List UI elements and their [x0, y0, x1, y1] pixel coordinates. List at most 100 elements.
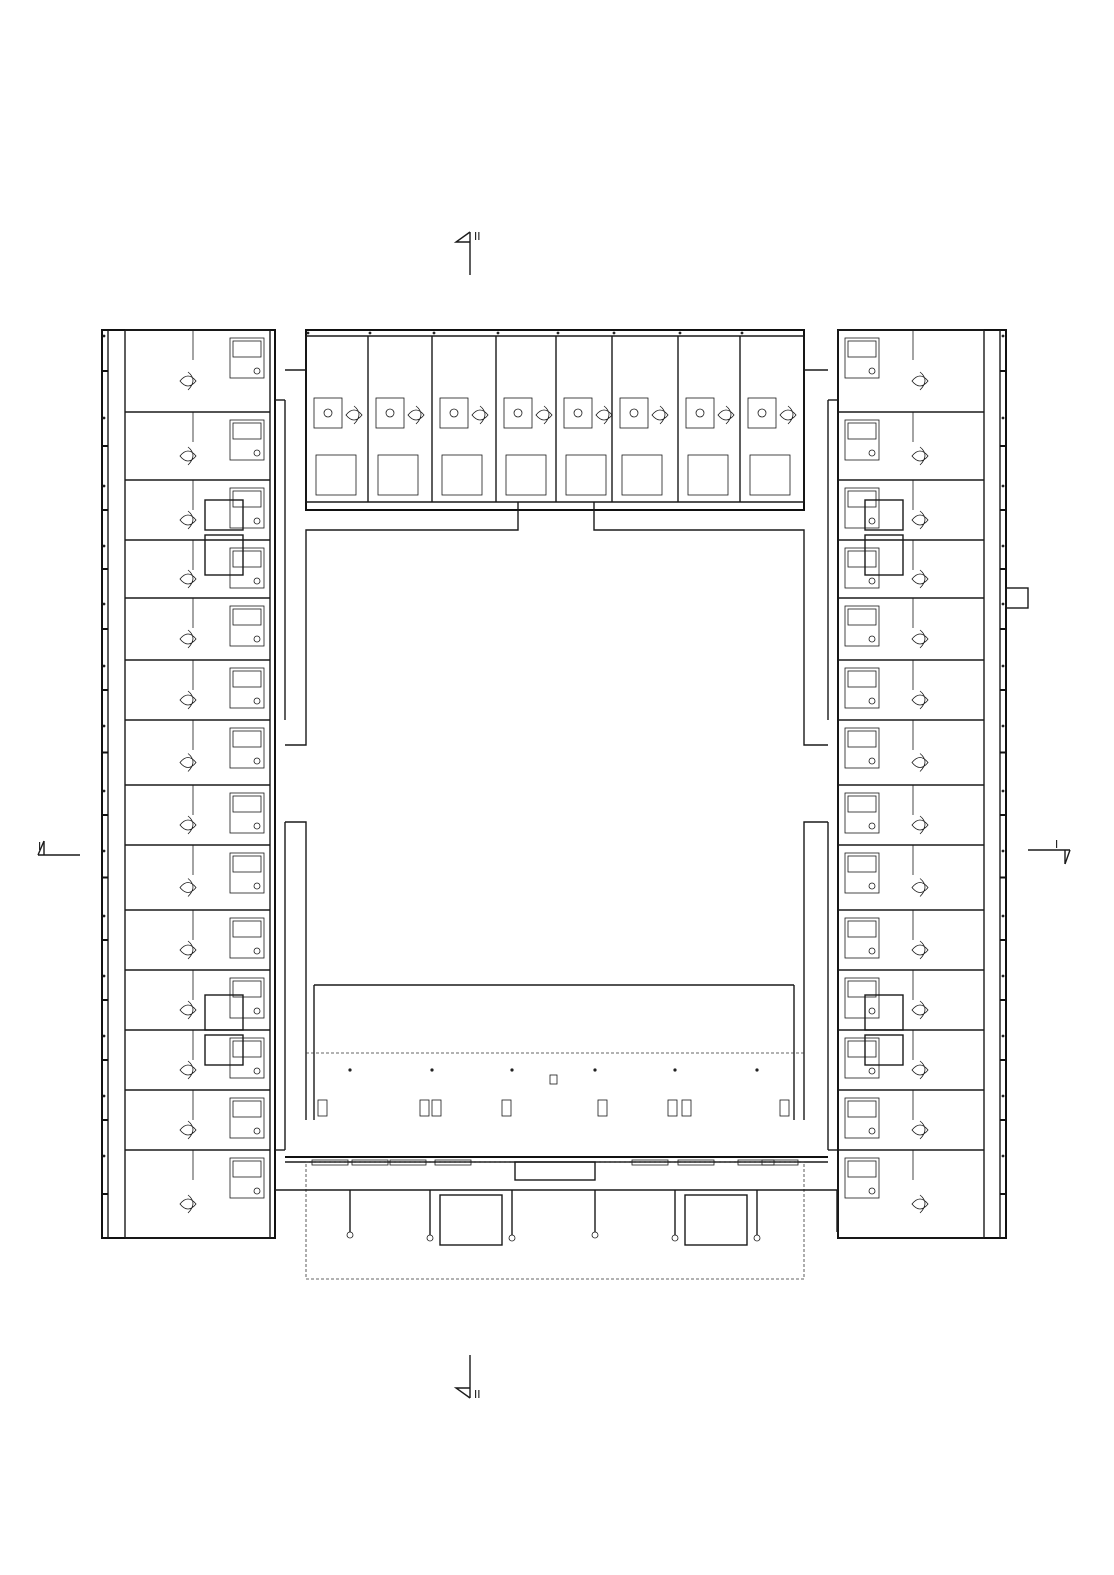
bathroom: [844, 727, 880, 769]
svg-text:II: II: [474, 1388, 481, 1401]
bathtub: [232, 422, 262, 440]
bathtub: [232, 855, 262, 873]
svg-text:II: II: [474, 230, 481, 243]
door-swing: [911, 753, 929, 772]
bench: [501, 1099, 512, 1117]
toilet: [695, 408, 705, 418]
toilet: [868, 1127, 876, 1135]
door-swing: [179, 569, 197, 589]
kitchenette: [621, 454, 663, 496]
door-swing: [179, 629, 197, 649]
column: [102, 724, 106, 728]
hall-columns: [311, 1068, 799, 1166]
bathroom: [439, 397, 469, 429]
bathroom: [229, 792, 265, 834]
door-swing: [179, 510, 197, 530]
column: [102, 664, 106, 668]
door-swing: [911, 510, 929, 530]
window: [677, 1159, 715, 1166]
toilet: [573, 408, 583, 418]
door-swing: [179, 690, 197, 710]
toilet: [253, 882, 261, 890]
column: [1001, 416, 1005, 420]
toilet: [253, 367, 261, 375]
window: [311, 1159, 349, 1166]
column: [102, 1094, 106, 1098]
column: [673, 1068, 677, 1072]
door-swing: [407, 405, 425, 425]
kitchenette: [441, 454, 483, 496]
bathroom: [844, 547, 880, 589]
elevator: [204, 1034, 244, 1066]
column: [102, 484, 106, 488]
toilet: [253, 1007, 261, 1015]
column: [1001, 849, 1005, 853]
bench: [667, 1099, 678, 1117]
bathtub: [847, 730, 877, 748]
bathtub: [847, 670, 877, 688]
elevator: [864, 499, 904, 531]
toilet: [629, 408, 639, 418]
toilet: [385, 408, 395, 418]
toilet: [868, 517, 876, 525]
bathtub: [232, 670, 262, 688]
door-swing: [345, 405, 363, 425]
column: [1001, 1094, 1005, 1098]
bathroom: [844, 852, 880, 894]
toilet: [253, 822, 261, 830]
bathtub: [847, 608, 877, 626]
window: [434, 1159, 472, 1166]
bathroom: [313, 397, 343, 429]
door-swing: [911, 629, 929, 649]
bathtub: [847, 855, 877, 873]
toilet: [868, 449, 876, 457]
toilet: [868, 882, 876, 890]
bathtub: [232, 980, 262, 998]
door-swing: [911, 1120, 929, 1140]
toilet: [253, 1187, 261, 1195]
bathroom: [229, 605, 265, 647]
bench: [431, 1099, 442, 1117]
toilet: [253, 1067, 261, 1075]
column: [556, 331, 560, 335]
column: [348, 1068, 352, 1072]
column: [740, 331, 744, 335]
section-marker-south: II: [453, 1355, 481, 1401]
elevator: [204, 499, 244, 531]
door-swing: [179, 1060, 197, 1080]
window: [631, 1159, 669, 1166]
svg-text:I: I: [38, 840, 41, 853]
toilet: [253, 517, 261, 525]
door-swing: [179, 753, 197, 772]
north-wing-rooms: [305, 331, 805, 503]
kitchenette: [565, 454, 607, 496]
stairwell: [204, 994, 244, 1031]
toilet: [323, 408, 333, 418]
column: [102, 1034, 106, 1038]
bathroom: [844, 1037, 880, 1079]
bathtub: [847, 1040, 877, 1058]
bathroom: [229, 1097, 265, 1139]
column: [102, 974, 106, 978]
bathroom: [503, 397, 533, 429]
column: [102, 1154, 106, 1158]
window: [761, 1159, 799, 1166]
bathroom: [844, 487, 880, 529]
bathroom: [844, 605, 880, 647]
door-swing: [179, 1194, 197, 1214]
column: [1001, 544, 1005, 548]
column: [1001, 789, 1005, 793]
bathroom: [844, 977, 880, 1019]
bathroom: [229, 1037, 265, 1079]
toilet: [868, 1187, 876, 1195]
bathroom: [844, 337, 880, 379]
column: [102, 914, 106, 918]
column: [1001, 974, 1005, 978]
column: [102, 849, 106, 853]
column: [612, 331, 616, 335]
stairwell: [864, 994, 904, 1031]
toilet: [868, 947, 876, 955]
bathtub: [847, 1100, 877, 1118]
column: [102, 789, 106, 793]
